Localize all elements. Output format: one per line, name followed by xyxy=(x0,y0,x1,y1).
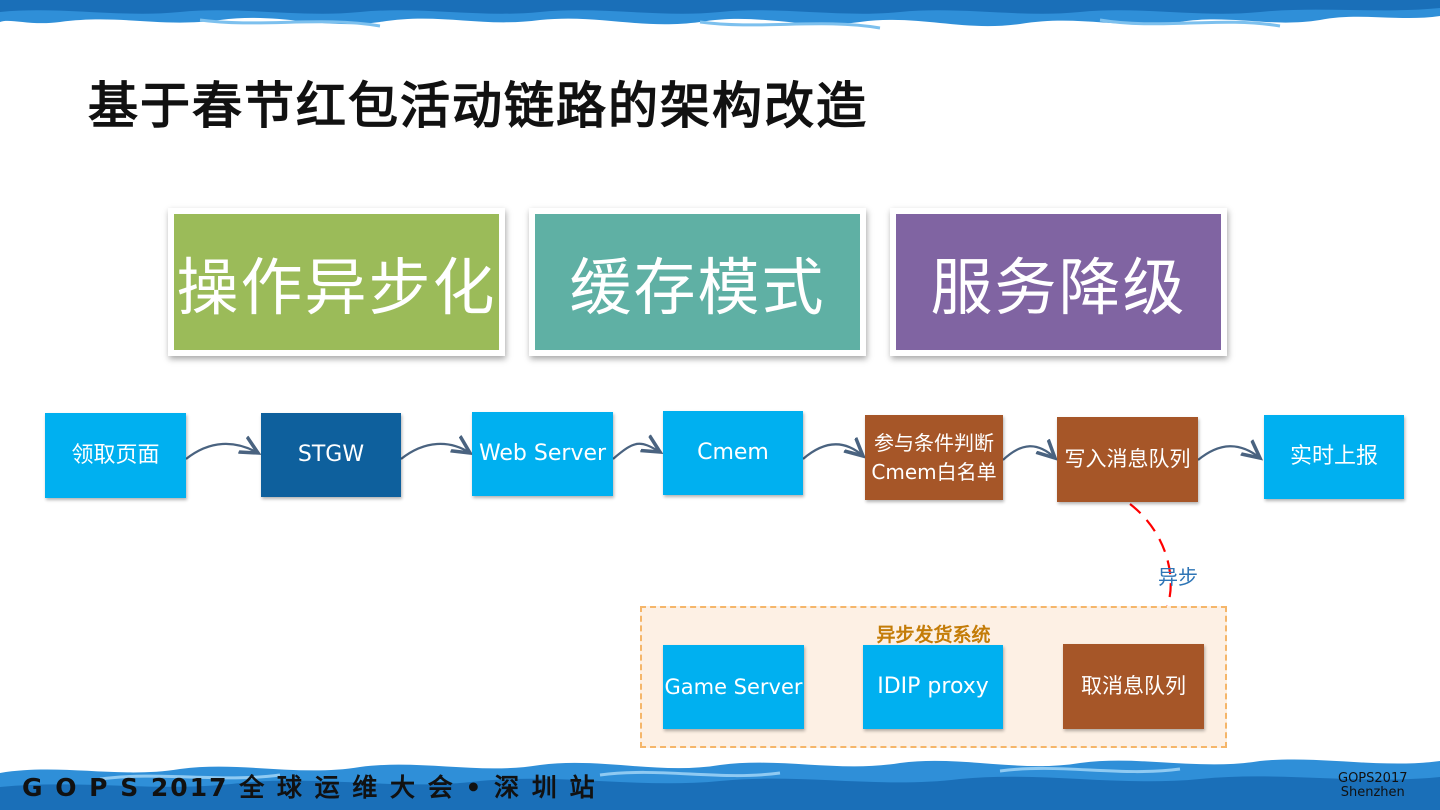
node-write-queue-label: 写入消息队列 xyxy=(1064,447,1191,472)
node-condition-check-line2: Cmem白名单 xyxy=(871,459,997,484)
node-condition-check-line1: 参与条件判断 xyxy=(874,430,994,455)
node-cmem: Cmem xyxy=(663,411,803,495)
node-claim-page-label: 领取页面 xyxy=(71,442,160,468)
brand-footer-line1: GOPS2017 xyxy=(1338,771,1408,786)
node-game-server: Game Server xyxy=(663,645,804,729)
event-footer: G O P S 2017 全 球 运 维 大 会 • 深 圳 站 xyxy=(22,773,597,802)
node-stgw-label: STGW xyxy=(297,442,365,468)
top-brush-band xyxy=(0,0,1440,30)
async-arrow xyxy=(1130,503,1172,642)
node-fetch-queue-label: 取消息队列 xyxy=(1081,674,1186,699)
node-game-server-label: Game Server xyxy=(664,674,803,699)
node-cmem-label: Cmem xyxy=(697,440,769,466)
category-async-operation: 操作异步化 xyxy=(168,208,505,356)
node-idip-proxy-label: IDIP proxy xyxy=(877,674,989,700)
arrow-webserver-to-cmem xyxy=(612,444,660,460)
async-delivery-system-title: 异步发货系统 xyxy=(876,624,991,646)
arrow-queue-to-report xyxy=(1197,446,1260,461)
arrow-page-to-stgw xyxy=(185,444,258,460)
node-fetch-queue: 取消息队列 xyxy=(1063,644,1204,729)
arrow-condition-to-queue xyxy=(1002,446,1055,461)
node-idip-proxy: IDIP proxy xyxy=(863,645,1003,729)
node-stgw: STGW xyxy=(261,413,401,497)
brand-footer-line2: Shenzhen xyxy=(1340,785,1405,801)
async-label: 异步 xyxy=(1158,565,1198,589)
node-write-queue: 写入消息队列 xyxy=(1057,417,1198,502)
arrow-cmem-to-condition xyxy=(802,444,863,460)
arrow-stgw-to-webserver xyxy=(400,444,470,460)
node-web-server: Web Server xyxy=(472,412,613,496)
node-realtime-report: 实时上报 xyxy=(1264,415,1404,499)
category-service-degradation: 服务降级 xyxy=(890,208,1227,356)
node-claim-page: 领取页面 xyxy=(45,413,186,498)
bottom-brush-band xyxy=(0,759,1440,810)
page-title: 基于春节红包活动链路的架构改造 xyxy=(88,77,868,135)
node-realtime-report-label: 实时上报 xyxy=(1289,444,1378,470)
node-condition-check: 参与条件判断 Cmem白名单 xyxy=(865,415,1003,500)
brand-footer: GOPS2017 Shenzhen xyxy=(1338,771,1408,801)
node-web-server-label: Web Server xyxy=(478,441,607,467)
category-cache-mode: 缓存模式 xyxy=(529,208,866,356)
